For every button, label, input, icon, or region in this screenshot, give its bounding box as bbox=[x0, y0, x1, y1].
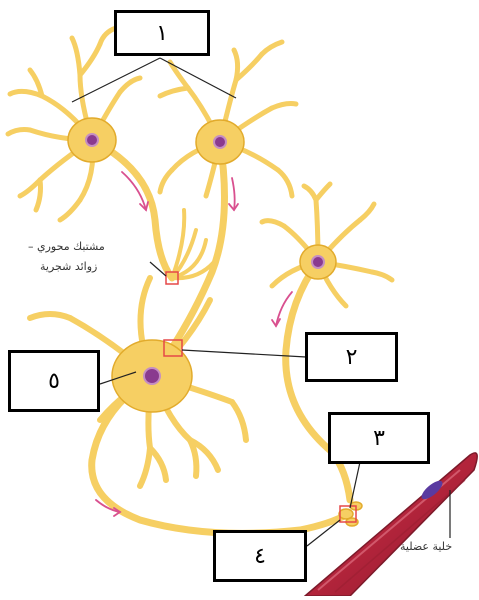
label-box-4[interactable]: ٤ bbox=[213, 530, 307, 582]
leader-line-3 bbox=[350, 462, 360, 508]
label-box-3[interactable]: ٣ bbox=[328, 412, 430, 464]
neuron-b-nucleus bbox=[214, 136, 226, 148]
neuron-c-nucleus bbox=[312, 256, 324, 268]
label-box-5[interactable]: ٥ bbox=[8, 350, 100, 412]
neuron-b-dendrites bbox=[160, 42, 296, 196]
label-box-2[interactable]: ٢ bbox=[305, 332, 398, 382]
neuron-d-nucleus bbox=[144, 368, 160, 384]
muscle-cell-label: خلية عضلية bbox=[400, 540, 452, 553]
neuron-a-dendrites bbox=[8, 28, 140, 220]
neuron-c-dendrites bbox=[262, 184, 392, 306]
synapse-1-terminals bbox=[172, 210, 214, 278]
label-box-1[interactable]: ١ bbox=[114, 10, 210, 56]
synapse-label-line2: زوائد شجرية bbox=[40, 260, 97, 273]
neuron-a-nucleus bbox=[86, 134, 98, 146]
neuron-a-axon bbox=[92, 140, 172, 278]
arrow-neuron-b bbox=[229, 178, 238, 210]
synapse-label-line1: مشتبك محوري – bbox=[28, 240, 105, 253]
